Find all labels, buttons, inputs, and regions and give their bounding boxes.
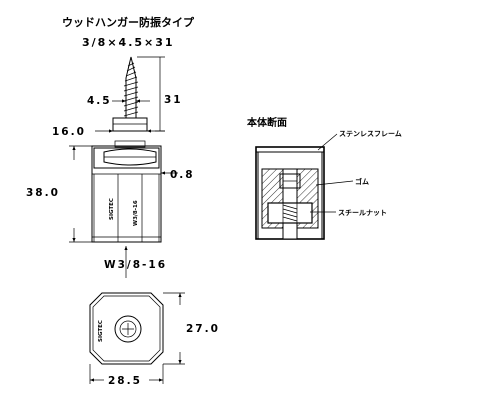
dim-washer-width: 16.0 [52,126,86,138]
label-frame: ステンレスフレーム [339,130,402,138]
dim-screw-length: 31 [164,94,183,106]
section-nut [267,202,313,224]
dim-thread-spec: W3/8-16 [104,259,167,271]
dim-screw-diameter: 4.5 [87,95,112,107]
dim-bottom-width: 28.5 [108,375,142,387]
front-view: 4.5 31 16.0 SIGTEC W3/8-16 0.8 [26,56,195,278]
section-title: 本体断面 [247,116,287,129]
bottom-brand-marking: SIGTEC [98,320,104,342]
dim-body-height: 38.0 [26,187,60,199]
wood-screw [123,56,139,118]
leader-rubber [315,180,354,186]
body-cap [93,147,160,169]
washer [112,117,148,132]
label-rubber: ゴム [355,177,369,186]
body-outline [91,145,162,243]
screw-head [114,315,142,343]
section-view: 本体断面 ステンレスフレーム ゴム スチールナット [247,116,402,240]
bottom-view: SIGTEC 27.0 28.5 [89,292,220,387]
drawing-title: ウッドハンガー防振タイプ [62,15,195,29]
dim-frame-thickness: 0.8 [170,169,195,181]
body-spec-marking: W3/8-16 [133,200,139,226]
body-brand-marking: SIGTEC [109,198,115,220]
drawing-subtitle: 3/8×4.5×31 [82,36,175,49]
bottom-octagon [89,292,164,365]
dim-bottom-height: 27.0 [186,323,220,335]
leader-frame [317,133,338,151]
label-nut: スチールナット [338,209,387,217]
